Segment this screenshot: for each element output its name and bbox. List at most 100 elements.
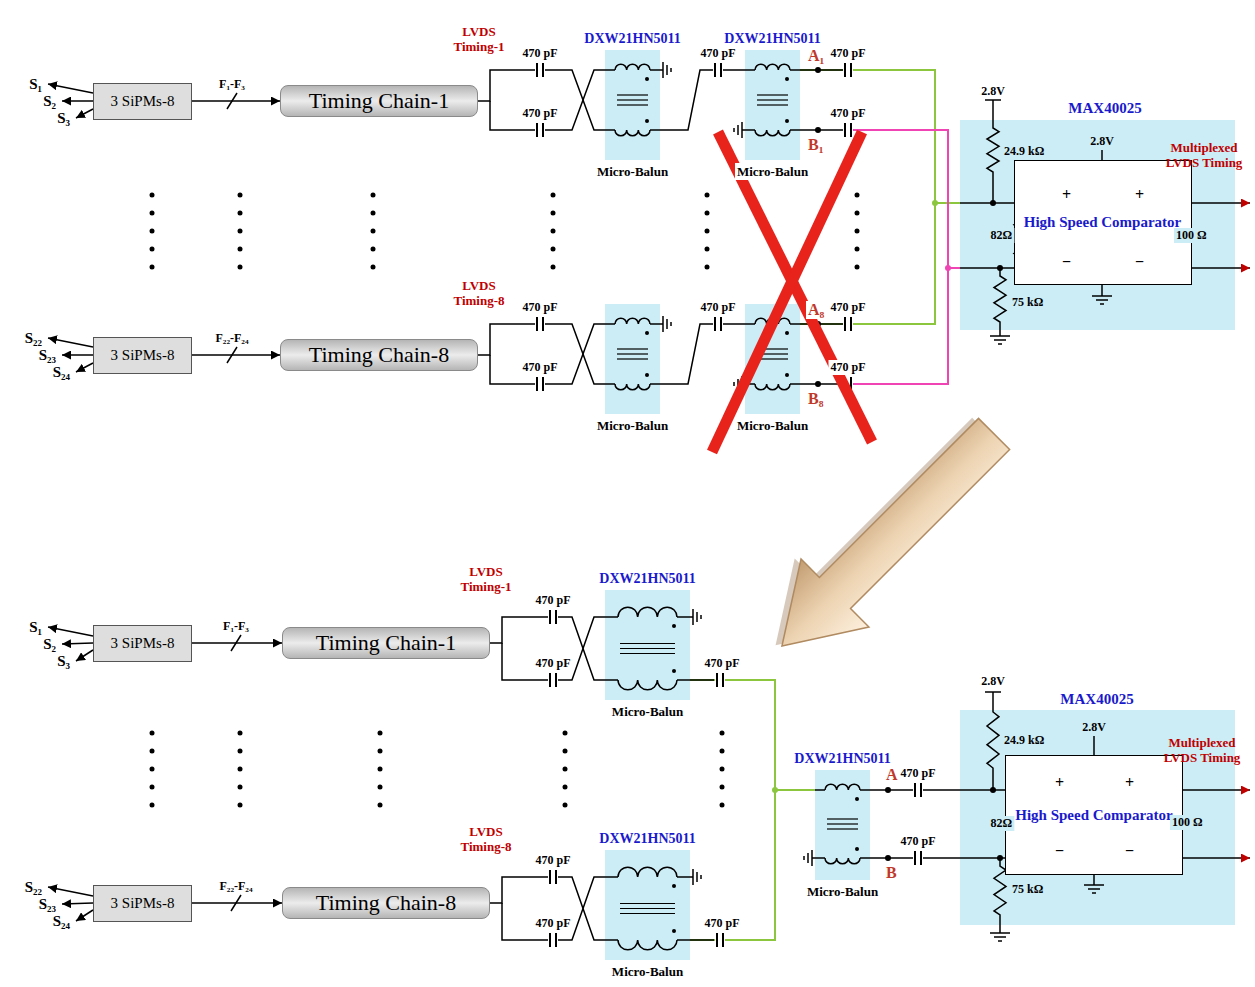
ellipsis-dot (238, 193, 243, 198)
label-slot: + (1060, 186, 1073, 204)
signal-arrow (62, 903, 93, 904)
capacitor-value: 470 pF (702, 656, 741, 671)
box-label: Timing Chain-8 (309, 342, 449, 368)
supply-voltage: 2.8V (979, 674, 1007, 689)
sipm-box: 3 SiPMs-8 (93, 337, 192, 374)
ground-symbol (666, 65, 668, 75)
junction-dot (815, 381, 821, 387)
wire (490, 324, 605, 384)
junction-dot (672, 624, 676, 628)
capacitor-value: 470 pF (520, 106, 559, 121)
output-label: Multiplexed LVDS Timing (1161, 140, 1247, 170)
signal-bus-label: F₂₂-F₂₄ (213, 331, 250, 346)
capacitor-gap (535, 315, 545, 333)
label-slot: S₃ (55, 653, 72, 670)
wire (1101, 150, 1103, 160)
label-slot: 470 pF (520, 106, 559, 121)
wire (605, 129, 615, 131)
label-slot: Multiplexed LVDS Timing (1159, 735, 1245, 765)
label-slot: 470 pF (898, 834, 937, 849)
capacitor-gap (535, 375, 545, 393)
ground-symbol (700, 615, 702, 619)
arrow-body (748, 400, 1028, 680)
ground-symbol (807, 853, 809, 863)
junction-dot (785, 331, 789, 335)
signal-label: LVDS Timing-1 (450, 564, 522, 594)
signal-bus-label: F₁-F₃ (217, 77, 247, 92)
supply-voltage: 2.8V (979, 84, 1007, 99)
resistor-value: 24.9 kΩ (1002, 144, 1046, 159)
part-name: Micro-Balun (610, 703, 685, 720)
signal-arrow (48, 887, 93, 896)
label-slot: 82Ω (988, 816, 1014, 831)
label-slot: − (1060, 253, 1073, 271)
label-slot: B₁ (806, 136, 825, 154)
capacitor-symbol (542, 317, 544, 331)
wire (605, 679, 618, 681)
capacitor-symbol (549, 610, 551, 624)
inductor-coil (755, 384, 790, 390)
ellipsis-dot (378, 803, 383, 808)
capacitor-symbol (914, 783, 916, 797)
ellipsis-dot (378, 749, 383, 754)
connector (690, 790, 815, 940)
inductor-coil (615, 384, 650, 390)
label-slot: LVDS Timing-8 (443, 278, 515, 308)
connector (690, 680, 815, 790)
pin-polarity: − (1123, 842, 1136, 860)
label-slot: LVDS Timing-1 (443, 24, 515, 54)
signal-name: S₃ (55, 653, 72, 670)
capacitor-gap (715, 671, 725, 689)
wire (1101, 285, 1103, 296)
chip-name: MAX40025 (1068, 100, 1141, 117)
node-name: A₁ (806, 47, 826, 65)
label-slot: 470 pF (702, 656, 741, 671)
ellipsis-dot (150, 785, 155, 790)
signal-arrow (62, 100, 93, 102)
ellipsis-dot (855, 211, 860, 216)
part-number: DXW21HN5011 (597, 570, 697, 587)
ellipsis-dot (150, 211, 155, 216)
inductor-coil (615, 130, 650, 136)
capacitor-symbol (716, 933, 718, 947)
label-slot: − (1053, 842, 1066, 860)
ellipsis-dot (705, 229, 710, 234)
part-number: DXW21HN5011 (722, 30, 822, 47)
resistor-value: 82Ω (988, 228, 1014, 243)
core-line (620, 648, 675, 649)
junction-dot (785, 373, 789, 377)
signal-name: S₂₃ (37, 896, 58, 913)
core-line (617, 104, 648, 105)
signal-bus-label: F₂₂-F₂₄ (217, 879, 254, 894)
capacitor-symbol (555, 870, 557, 884)
supply-voltage: 2.8V (1080, 720, 1108, 735)
junction-dot (772, 787, 778, 793)
ellipsis-dot (371, 211, 376, 216)
ellipsis-dot (551, 265, 556, 270)
ellipsis-dot (563, 731, 568, 736)
ellipsis-dot (705, 193, 710, 198)
ellipsis-dot (720, 731, 725, 736)
capacitor-gap (913, 849, 923, 867)
capacitor-value: 470 pF (520, 300, 559, 315)
ellipsis-dot (720, 803, 725, 808)
ellipsis-dot (150, 731, 155, 736)
signal-arrow (48, 338, 93, 347)
ellipsis-dot (371, 247, 376, 252)
ellipsis-dot (238, 731, 243, 736)
ground-symbol (990, 335, 1010, 337)
capacitor-gap (548, 931, 558, 949)
balun-shade (745, 50, 800, 160)
ground-symbol (811, 850, 813, 866)
label-slot: LVDS Timing-8 (450, 824, 522, 854)
capacitor-value: 470 pF (533, 853, 572, 868)
pin-polarity: − (1133, 253, 1146, 271)
connector (192, 100, 280, 102)
micro-balun: Micro-Balun (745, 304, 800, 414)
ellipsis-dot (150, 749, 155, 754)
ground-symbol (1092, 892, 1096, 894)
sipm-box: 3 SiPMs-8 (93, 625, 192, 662)
ground-symbol (737, 125, 739, 135)
core-line (827, 823, 858, 824)
ellipsis-dot (705, 247, 710, 252)
